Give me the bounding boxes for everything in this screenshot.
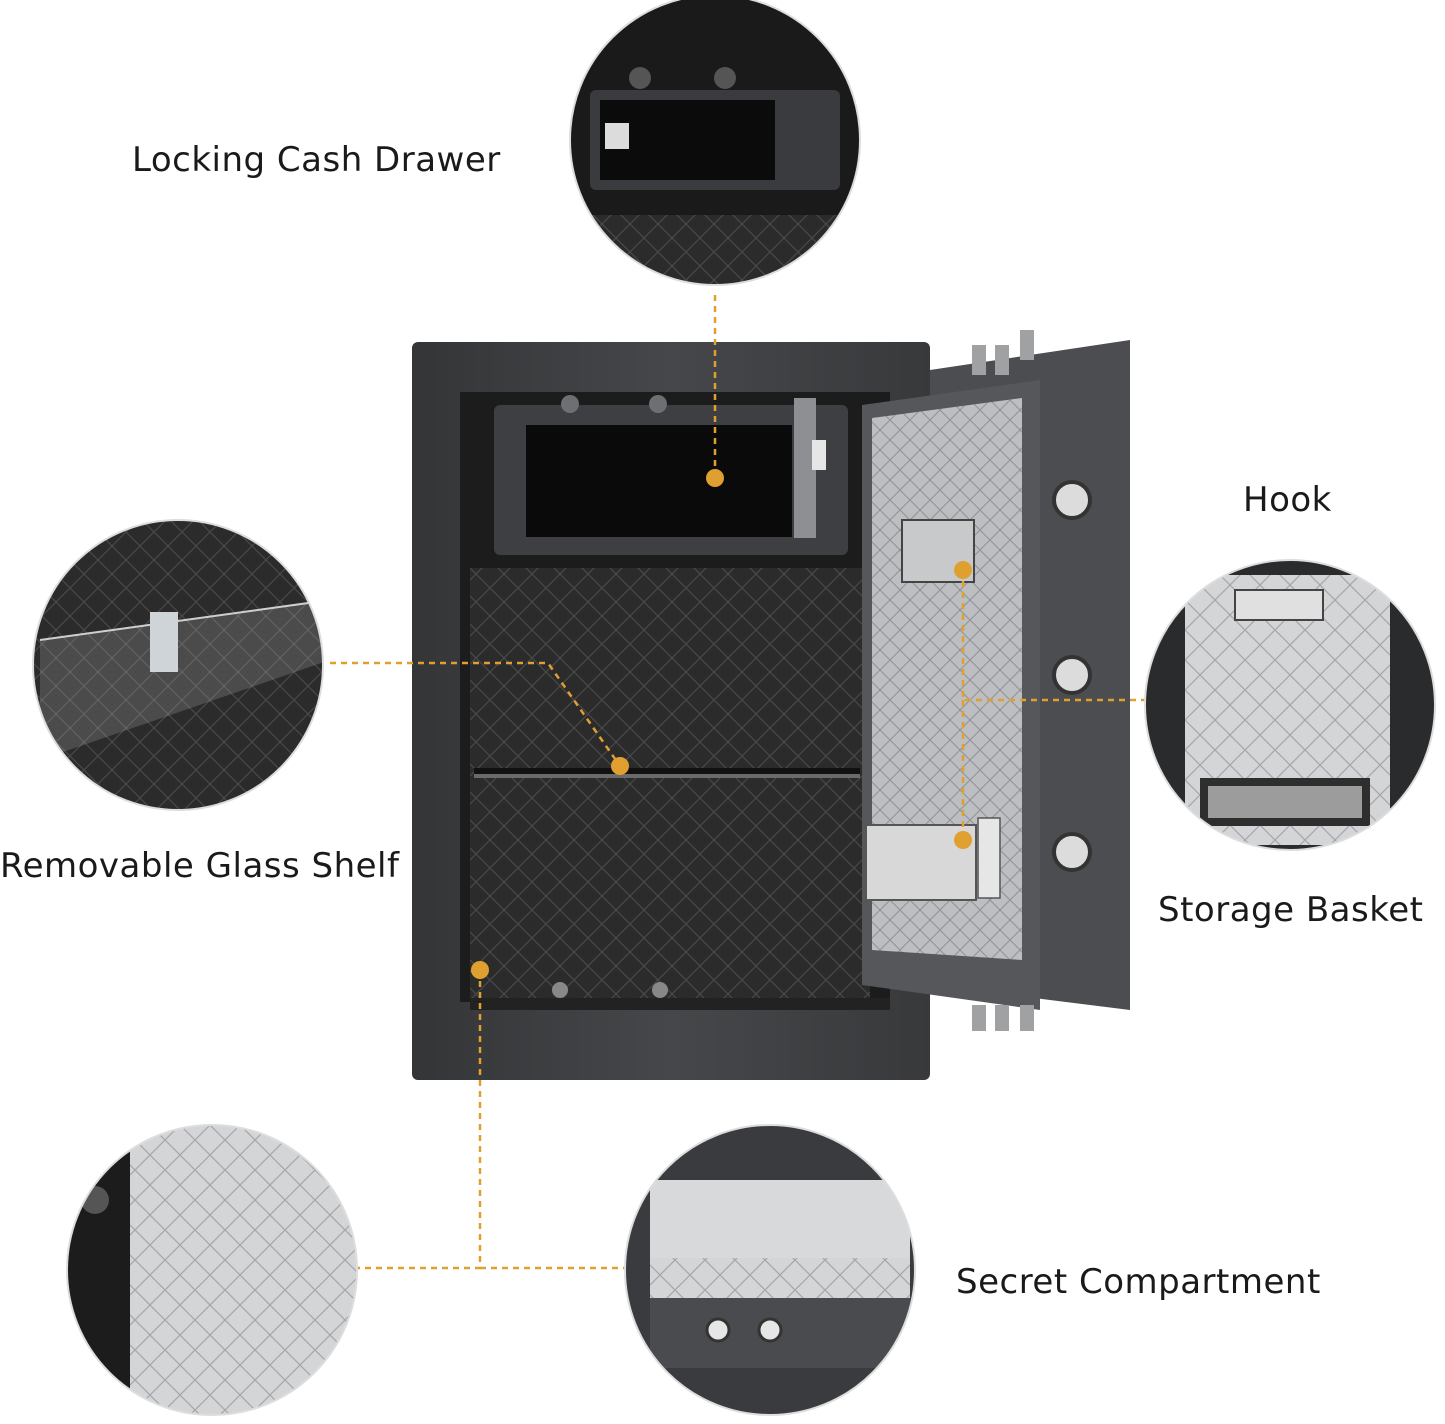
glass-shelf-marker-icon	[611, 757, 629, 775]
hook-basket-detail-circle	[1144, 559, 1436, 851]
hinge-knob-icon	[1052, 480, 1092, 520]
shelf-clip-icon	[150, 612, 178, 672]
hinge-knob-icon	[1052, 655, 1092, 695]
hinge-knob-icon	[1052, 832, 1092, 872]
floor-bolt-icon	[652, 982, 668, 998]
glass-shelf	[474, 768, 860, 778]
glass-shelf-label: Removable Glass Shelf	[0, 846, 400, 886]
basket-marker-icon	[954, 831, 972, 849]
cash-drawer-marker-icon	[706, 469, 724, 487]
callout-lines	[330, 295, 1148, 1270]
glass-shelf-detail-circle	[32, 519, 324, 811]
floor-bolt-icon	[552, 982, 568, 998]
interior-detail-circle	[66, 1124, 358, 1416]
cash-drawer-detail-circle	[569, 0, 861, 286]
cash-drawer	[494, 395, 848, 555]
safe-door	[862, 330, 1130, 1031]
storage-basket-label: Storage Basket	[1158, 890, 1424, 930]
callout-dots	[471, 469, 972, 979]
cash-drawer-label: Locking Cash Drawer	[132, 140, 501, 180]
hook-rack-icon	[1234, 589, 1324, 621]
secret-compartment-detail-circle	[624, 1124, 916, 1416]
secret-compartment-marker-icon	[471, 961, 489, 979]
secret-compartment-label: Secret Compartment	[956, 1262, 1321, 1302]
hook-label: Hook	[1243, 480, 1332, 520]
fingerprint-reader-icon	[605, 123, 629, 149]
hook-marker-icon	[954, 561, 972, 579]
